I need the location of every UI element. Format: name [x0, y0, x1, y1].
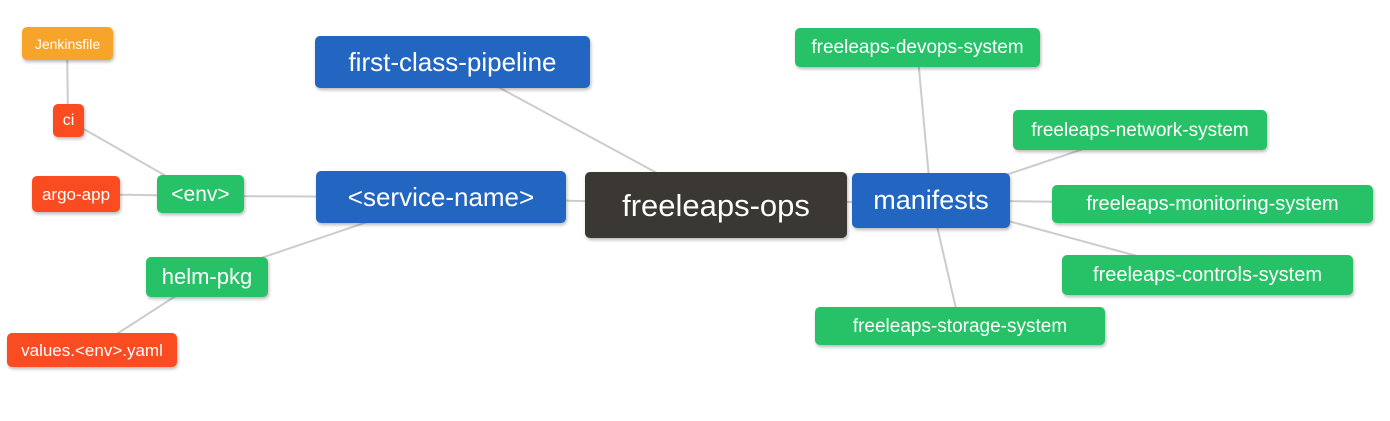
node-network-system[interactable]: freeleaps-network-system	[1013, 110, 1267, 150]
node-helm-pkg[interactable]: helm-pkg	[146, 257, 268, 297]
node-manifests[interactable]: manifests	[852, 173, 1010, 228]
node-argo-app[interactable]: argo-app	[32, 176, 120, 212]
node-jenkinsfile[interactable]: Jenkinsfile	[22, 27, 113, 60]
node-first-class-pipeline[interactable]: first-class-pipeline	[315, 36, 590, 88]
node-values-env-yaml[interactable]: values.<env>.yaml	[7, 333, 177, 367]
node-controls-system[interactable]: freeleaps-controls-system	[1062, 255, 1353, 295]
node-monitoring-system[interactable]: freeleaps-monitoring-system	[1052, 185, 1373, 223]
node-ci[interactable]: ci	[53, 104, 84, 137]
node-storage-system[interactable]: freeleaps-storage-system	[815, 307, 1105, 345]
node-devops-system[interactable]: freeleaps-devops-system	[795, 28, 1040, 67]
node-freeleaps-ops-root[interactable]: freeleaps-ops	[585, 172, 847, 238]
node-env[interactable]: <env>	[157, 175, 244, 213]
node-service-name[interactable]: <service-name>	[316, 171, 566, 223]
